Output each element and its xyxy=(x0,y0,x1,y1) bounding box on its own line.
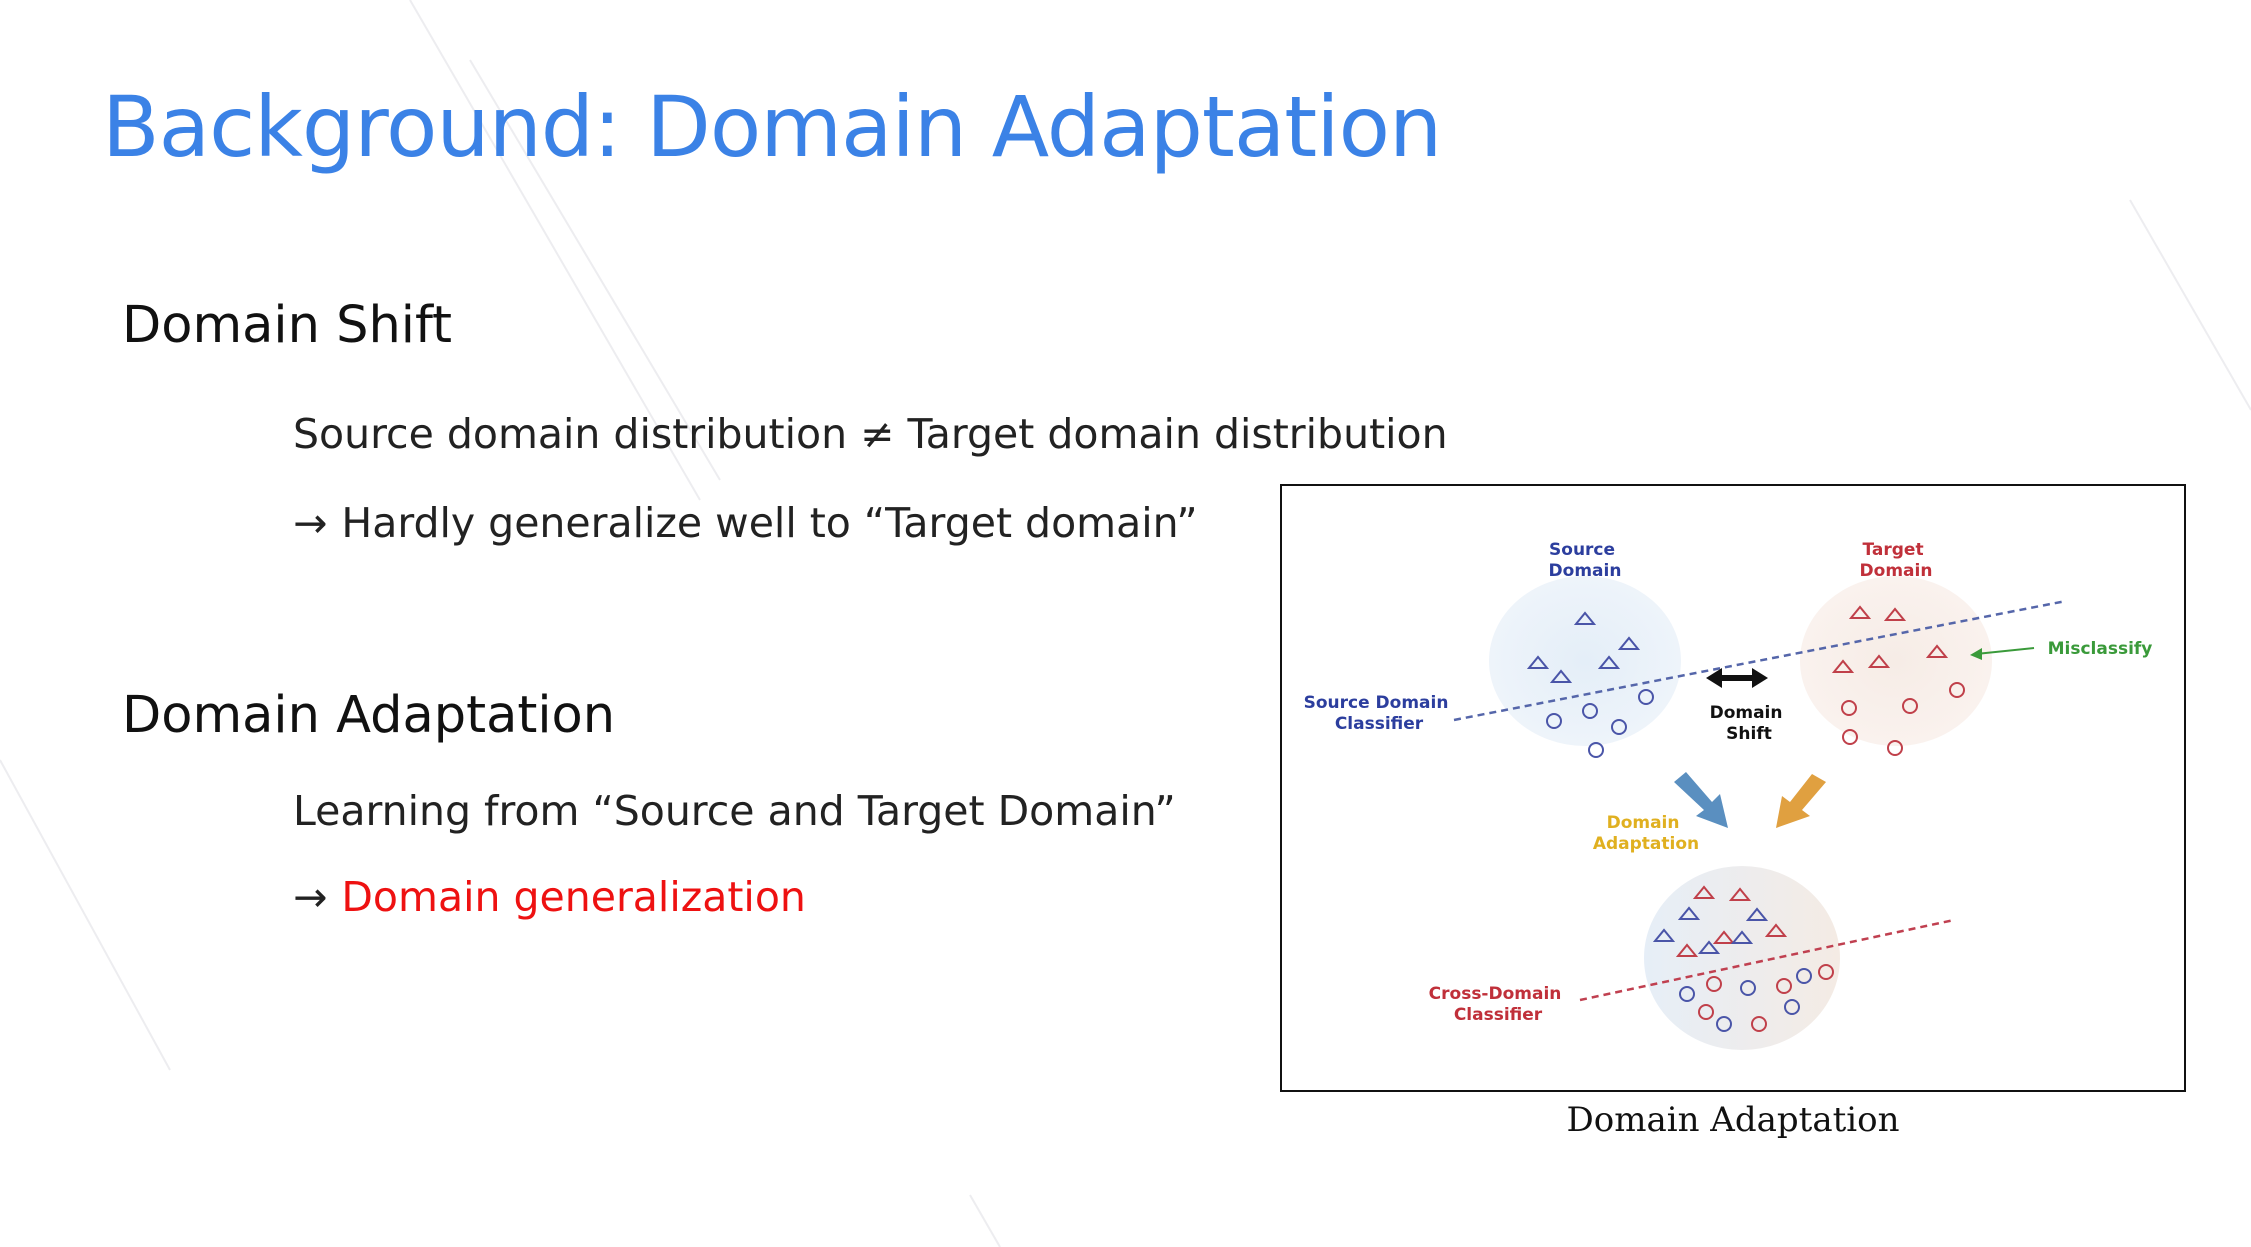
source-classifier-label: Source Domain Classifier xyxy=(1304,693,1455,734)
consequence-text: Hardly generalize well to “Target domain… xyxy=(341,499,1198,547)
section-heading-domain-shift: Domain Shift xyxy=(122,296,453,355)
target-domain-cluster xyxy=(1800,576,1992,746)
section-heading-domain-adaptation: Domain Adaptation xyxy=(122,686,616,745)
misclassify-arrow xyxy=(1975,647,2035,655)
domain-shift-consequence: → Hardly generalize well to “Target domai… xyxy=(293,499,1198,547)
right-arrow-icon: → xyxy=(293,499,328,547)
target-domain-points xyxy=(1831,605,1965,756)
source-domain-cluster xyxy=(1489,576,1681,746)
domain-shift-definition: Source domain distribution ≠ Target doma… xyxy=(293,410,1448,458)
source-domain-label: Source Domain xyxy=(1549,540,1622,581)
source-domain-points xyxy=(1526,611,1654,758)
domain-adaptation-diagram: Source Domain Target Domain Source Domai… xyxy=(1304,540,2153,1050)
domain-generalization-highlight: Domain generalization xyxy=(341,873,806,921)
figure-caption: Domain Adaptation xyxy=(1566,1100,1900,1140)
domain-adaptation-result: → Domain generalization xyxy=(293,873,806,921)
target-domain-label: Target Domain xyxy=(1860,540,1933,581)
cross-domain-classifier-label: Cross-Domain Classifier xyxy=(1429,984,1568,1025)
right-arrow-icon: → xyxy=(293,873,328,921)
adaptation-arrow-blue xyxy=(1674,772,1728,828)
domain-shift-label: Domain Shift xyxy=(1710,703,1789,744)
cross-domain-classifier-line xyxy=(1579,918,1955,1002)
domain-adaptation-figure: Source Domain Target Domain Source Domai… xyxy=(1280,484,2186,1092)
misclassify-arrowhead xyxy=(1970,648,1982,660)
mixed-domain-cluster xyxy=(1644,866,1840,1050)
misclassify-label: Misclassify xyxy=(2048,639,2153,659)
adaptation-arrow-orange xyxy=(1776,774,1826,828)
slide-title: Background: Domain Adaptation xyxy=(102,78,1442,176)
source-classifier-line xyxy=(1453,599,2067,722)
domain-shift-arrow-icon xyxy=(1706,668,1768,688)
domain-adaptation-definition: Learning from “Source and Target Domain” xyxy=(293,787,1176,835)
mixed-domain-points xyxy=(1652,885,1834,1032)
domain-adaptation-label: Domain Adaptation xyxy=(1593,813,1699,854)
